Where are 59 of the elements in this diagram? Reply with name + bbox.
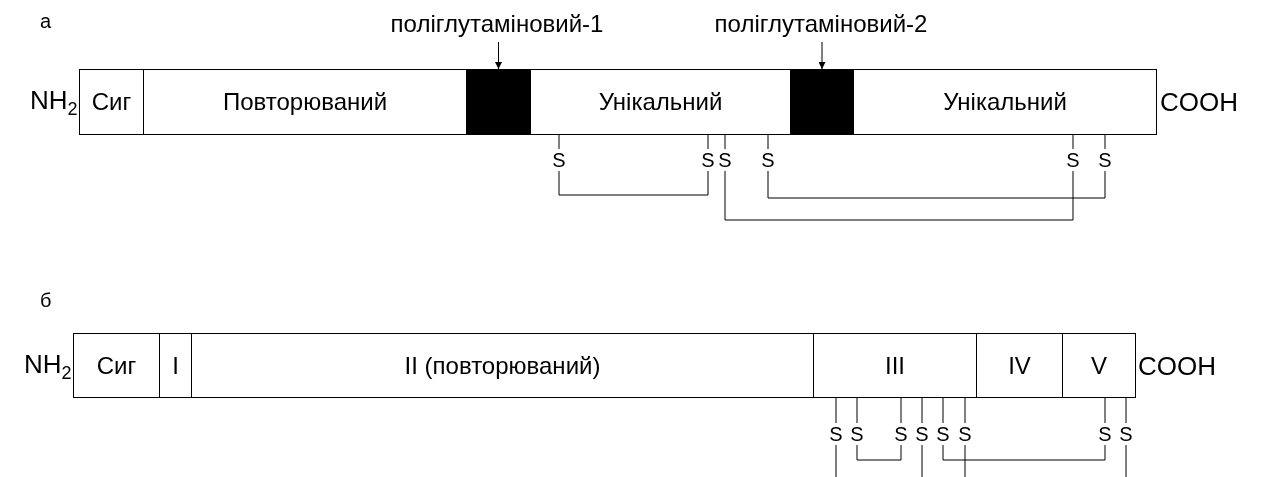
connector-line — [724, 170, 1074, 221]
arrow — [818, 41, 826, 70]
filled-block — [466, 69, 531, 135]
sulfur-label: S — [1098, 149, 1112, 171]
terminus-label: NH$_{2}$ — [24, 349, 72, 384]
domain-segment: V — [1062, 333, 1136, 398]
connector-line — [835, 444, 837, 477]
connector-line — [964, 444, 966, 477]
terminus-label: COOH — [1138, 351, 1216, 382]
terminus-label: NH$_{2}$ — [30, 85, 78, 120]
connector-line — [856, 444, 902, 461]
sulfur-label: S — [552, 149, 566, 171]
sulfur-label: S — [718, 149, 732, 171]
connector-line — [921, 444, 923, 477]
connector-line — [1072, 134, 1074, 150]
connector-line — [724, 134, 726, 150]
domain-segment: Повторюваний — [143, 69, 467, 135]
connector-line — [1125, 397, 1127, 424]
panel-label: а — [40, 10, 52, 33]
terminus-label: COOH — [1160, 87, 1238, 118]
sulfur-label: S — [850, 423, 864, 445]
connector-line — [767, 134, 769, 150]
connector-line — [1125, 444, 1127, 477]
connector-line — [558, 134, 560, 150]
connector-line — [856, 397, 858, 424]
connector-line — [1104, 134, 1106, 150]
domain-segment: II (повторюваний) — [191, 333, 814, 398]
sulfur-label: S — [1119, 423, 1133, 445]
domain-segment: III — [813, 333, 977, 398]
domain-segment: IV — [976, 333, 1063, 398]
connector-line — [964, 397, 966, 424]
filled-block — [790, 69, 854, 135]
sulfur-label: S — [1066, 149, 1080, 171]
sulfur-label: S — [894, 423, 908, 445]
arrow — [495, 41, 502, 70]
domain-segment: Унікальний — [530, 69, 791, 135]
sulfur-label: S — [701, 149, 715, 171]
sulfur-label: S — [936, 423, 950, 445]
domain-segment: I — [159, 333, 192, 398]
sulfur-label: S — [1098, 423, 1112, 445]
panel-label: б — [40, 289, 52, 312]
region-label: поліглутаміновий-2 — [714, 6, 928, 42]
connector-line — [767, 170, 1106, 199]
connector-line — [900, 397, 902, 424]
sulfur-label: S — [761, 149, 775, 171]
connector-line — [1104, 397, 1106, 424]
connector-line — [558, 170, 709, 196]
domain-segment: Унікальний — [853, 69, 1157, 135]
connector-line — [942, 397, 944, 424]
connector-line — [921, 397, 923, 424]
sulfur-label: S — [915, 423, 929, 445]
domain-segment: Сиг — [79, 69, 144, 135]
sulfur-label: S — [958, 423, 972, 445]
domain-segment: Сиг — [73, 333, 160, 398]
connector-line — [835, 397, 837, 424]
region-label: поліглутаміновий-1 — [390, 6, 604, 42]
connector-line — [942, 444, 1106, 461]
sulfur-label: S — [829, 423, 843, 445]
connector-line — [707, 134, 709, 150]
